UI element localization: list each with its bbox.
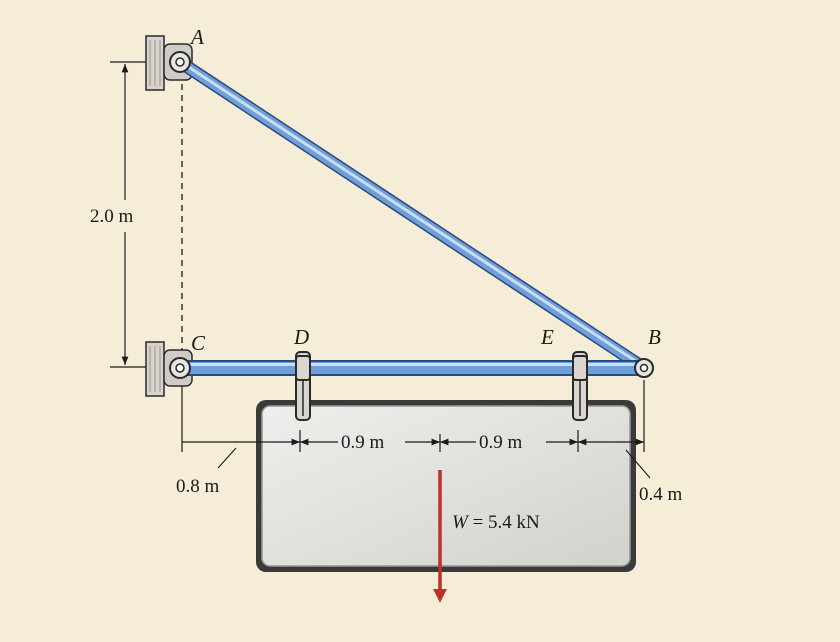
label-point-d: D: [293, 325, 309, 349]
leader-0-4: [625, 449, 651, 479]
pin-c: [169, 357, 191, 379]
load-value: = 5.4 kN: [468, 512, 540, 533]
label-dim-0-4m: 0.4 m: [639, 484, 683, 505]
leader-0-8: [217, 447, 237, 469]
label-dim-0-8m: 0.8 m: [176, 476, 220, 497]
label-dim-0-9m-left: 0.9 m: [341, 432, 385, 453]
load-symbol: W: [452, 512, 470, 533]
label-point-c: C: [191, 331, 206, 355]
label-point-e: E: [540, 325, 554, 349]
label-dim-0-9m-right: 0.9 m: [479, 432, 523, 453]
label-load: W = 5.4 kN: [452, 512, 540, 533]
pin-b: [634, 358, 654, 378]
pin-a: [169, 51, 191, 73]
label-height-2-0m: 2.0 m: [90, 206, 134, 227]
label-point-b: B: [648, 325, 661, 349]
sign-board: [256, 400, 636, 572]
dimension-lines: [110, 61, 651, 479]
clip-straps: [295, 355, 588, 381]
member-ab: [173, 55, 651, 375]
label-point-a: A: [189, 25, 204, 49]
